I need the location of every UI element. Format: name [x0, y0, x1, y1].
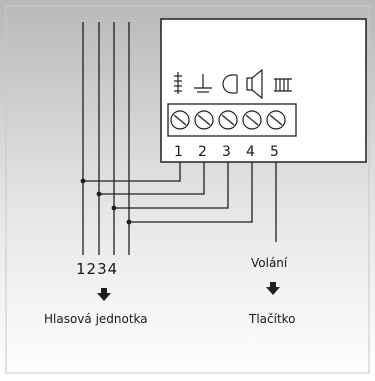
terminal-number-4: 4: [246, 144, 255, 160]
connection-wire-1: [83, 162, 181, 182]
arrow-down-icon: [266, 282, 280, 295]
call-label: Volání: [251, 256, 288, 270]
terminal-screw-1: [170, 110, 190, 130]
connection-wires: [83, 162, 277, 242]
junction-dot-2: [96, 191, 102, 197]
speaker-icon: [246, 68, 263, 100]
coil-icon: [174, 72, 182, 94]
connection-wire-3: [114, 162, 229, 209]
terminal-number-5: 5: [270, 144, 279, 160]
terminal-box: [160, 18, 367, 163]
right-caption: Tlačítko: [249, 312, 296, 326]
terminal-number-2: 2: [198, 144, 207, 160]
microphone-icon: [222, 74, 238, 94]
connection-wire-4: [129, 162, 253, 223]
terminal-screw-5: [266, 110, 286, 130]
outer-frame: [5, 5, 370, 374]
terminal-number-3: 3: [222, 144, 231, 160]
connection-wire-2: [99, 162, 205, 195]
junction-dot-1: [80, 178, 86, 184]
terminal-screws: [170, 110, 286, 130]
terminal-screw-2: [194, 110, 214, 130]
junction-dot-3: [111, 205, 117, 211]
arrow-down-icon: [97, 288, 111, 301]
ground-icon: [194, 74, 212, 93]
bus-wires: [82, 22, 130, 255]
wire-numbers: 1234: [76, 260, 119, 278]
terminal-number-1: 1: [174, 144, 183, 160]
terminal-screw-3: [218, 110, 238, 130]
junction-dot-4: [126, 219, 132, 225]
left-caption: Hlasová jednotka: [44, 312, 148, 326]
terminal-symbols: [174, 68, 292, 100]
terminal-screw-4: [242, 110, 262, 130]
button-icon: [274, 78, 292, 92]
junction-dots: [80, 178, 132, 225]
